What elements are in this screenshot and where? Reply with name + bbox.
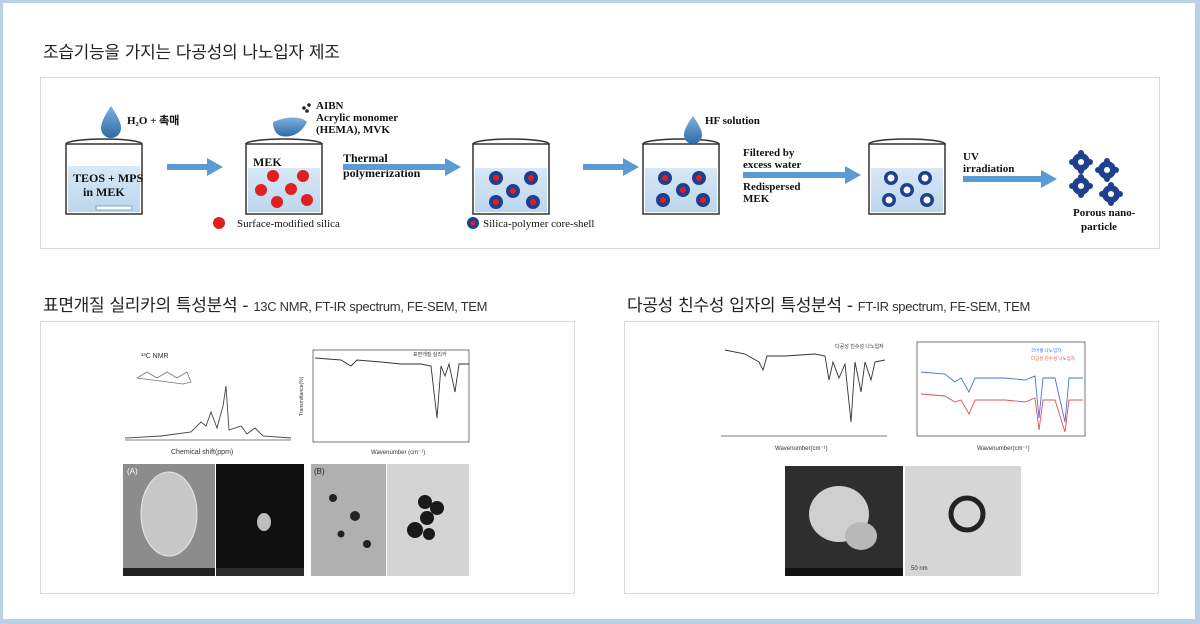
beaker-1 xyxy=(65,138,143,215)
molecule-structure-icon xyxy=(135,371,192,385)
ftir-spectrum-right-1: 다공성 친수성 나노입자 Wavenumber(cm⁻¹) xyxy=(721,343,887,452)
step2-reagent-2: Acrylic monomer xyxy=(316,112,398,124)
page-title: 조습기능을 가지는 다공성의 나노입자 제조 xyxy=(43,43,340,63)
sem-image-a: (A) xyxy=(123,464,215,576)
core-shell-particles xyxy=(489,171,540,209)
process-diagram-panel: H₂O + 촉매 TEOS + MPS in MEK AIBN Acrylic … xyxy=(40,77,1160,249)
left-section-subtitle: 13C NMR, FT-IR spectrum, FE-SEM, TEM xyxy=(253,299,488,314)
tem-scale-label: 50 nm xyxy=(911,566,928,572)
sem-image-dark xyxy=(216,464,304,576)
legend-core-shell: Silica-polymer core-shell xyxy=(467,217,595,230)
ftir-left-legend: 표면개질 실리카 xyxy=(413,351,447,358)
arrow5-label-2: irradiation xyxy=(963,163,1014,175)
process-arrow-4 xyxy=(743,166,861,184)
arrow5-label-1: UV xyxy=(963,151,979,163)
legend-silica-text: Surface-modified silica xyxy=(237,218,340,230)
ftir-right2-xlabel: Wavenumber(cm⁻¹) xyxy=(977,446,1030,452)
hf-drop-icon xyxy=(684,116,702,144)
nmr-title: ¹³C NMR xyxy=(141,353,169,360)
ftir-right1-xlabel: Wavenumber(cm⁻¹) xyxy=(775,446,828,452)
tem-image-particle: 50 nm xyxy=(905,466,1021,576)
arrow4-label-2: excess water xyxy=(743,159,801,171)
left-analysis-figures: ¹³C NMR Chemical shift(ppm) 표면개질 실리카 Wav… xyxy=(123,349,470,576)
tem-image-cluster xyxy=(387,464,469,576)
step4-reagent: HF solution xyxy=(705,115,760,127)
arrow4-label-4: MEK xyxy=(743,193,770,205)
ftir-spectrum-right-2: 코어쉘 나노입자 다공성 친수성 나노입자 Wavenumber(cm⁻¹) xyxy=(916,341,1086,452)
ftir-right2-legend-1: 코어쉘 나노입자 xyxy=(1031,347,1062,354)
arrow4-label-3: Redispersed xyxy=(743,181,800,193)
final-label-2: particle xyxy=(1081,221,1117,233)
legend-silica: Surface-modified silica xyxy=(213,217,340,230)
left-section-title: 표면개질 실리카의 특성분석 - xyxy=(43,296,254,316)
tem-b-label: (B) xyxy=(314,467,325,476)
ftir-right2-legend-2: 다공성 친수성 나노입자 xyxy=(1031,355,1076,362)
arrow4-label-1: Filtered by xyxy=(743,147,795,159)
process-arrow-2 xyxy=(343,158,461,176)
process-arrow-5 xyxy=(963,170,1057,188)
step1-reagent-text: H₂O + 촉매 xyxy=(127,113,179,127)
aibn-dots-icon xyxy=(302,103,311,113)
page-frame: 조습기능을 가지는 다공성의 나노입자 제조 H₂O + 촉매 TEOS + xyxy=(3,3,1195,619)
final-label-1: Porous nano- xyxy=(1073,207,1136,219)
step2-reagent-1: AIBN xyxy=(316,100,344,112)
nmr-spectrum: ¹³C NMR Chemical shift(ppm) xyxy=(124,353,292,456)
left-analysis-panel: ¹³C NMR Chemical shift(ppm) 표면개질 실리카 Wav… xyxy=(40,321,575,594)
right-section-subtitle: FT-IR spectrum, FE-SEM, TEM xyxy=(857,299,1031,314)
ftir-spectrum-left: 표면개질 실리카 Wavenumber (cm⁻¹) Transmittance… xyxy=(299,349,470,456)
step2-reagent-3: (HEMA), MVK xyxy=(316,124,390,136)
sem-a-label: (A) xyxy=(127,467,138,476)
right-section-heading: 다공성 친수성 입자의 특성분석 - FT-IR spectrum, FE-SE… xyxy=(627,291,1030,316)
ftir-right1-legend: 다공성 친수성 나노입자 xyxy=(835,343,884,350)
beaker-5 xyxy=(868,138,946,215)
step2-label: MEK xyxy=(253,155,282,169)
step1-label-b: in MEK xyxy=(83,185,125,199)
right-analysis-figures: 다공성 친수성 나노입자 Wavenumber(cm⁻¹) 코어쉘 나노입자 다… xyxy=(721,341,1086,576)
left-section-heading: 표면개질 실리카의 특성분석 - 13C NMR, FT-IR spectrum… xyxy=(43,291,487,316)
right-analysis-panel: 다공성 친수성 나노입자 Wavenumber(cm⁻¹) 코어쉘 나노입자 다… xyxy=(624,321,1159,594)
porous-nanoparticle-icon xyxy=(1069,150,1123,206)
legend-core-shell-text: Silica-polymer core-shell xyxy=(483,218,595,230)
surface-modified-silica-particles xyxy=(255,170,313,208)
process-diagram: H₂O + 촉매 TEOS + MPS in MEK AIBN Acrylic … xyxy=(65,100,1136,233)
tem-image-b: (B) xyxy=(311,464,386,576)
monomer-drop-icon xyxy=(273,117,307,137)
ftir-left-ylabel: Transmittance(%) xyxy=(299,376,305,416)
step1-label-a: TEOS + MPS xyxy=(73,171,144,185)
water-drop-icon xyxy=(101,106,121,138)
right-section-title: 다공성 친수성 입자의 특성분석 - xyxy=(627,296,858,316)
sem-image-particle xyxy=(785,466,903,576)
ftir-left-xlabel: Wavenumber (cm⁻¹) xyxy=(371,450,425,456)
hollow-particles xyxy=(882,171,934,207)
process-arrow-3 xyxy=(583,158,639,176)
arrow2-label-1: Thermal xyxy=(343,151,388,165)
process-arrow-1 xyxy=(167,158,223,176)
core-shell-particles-2 xyxy=(656,171,710,207)
nmr-xlabel: Chemical shift(ppm) xyxy=(171,449,233,456)
